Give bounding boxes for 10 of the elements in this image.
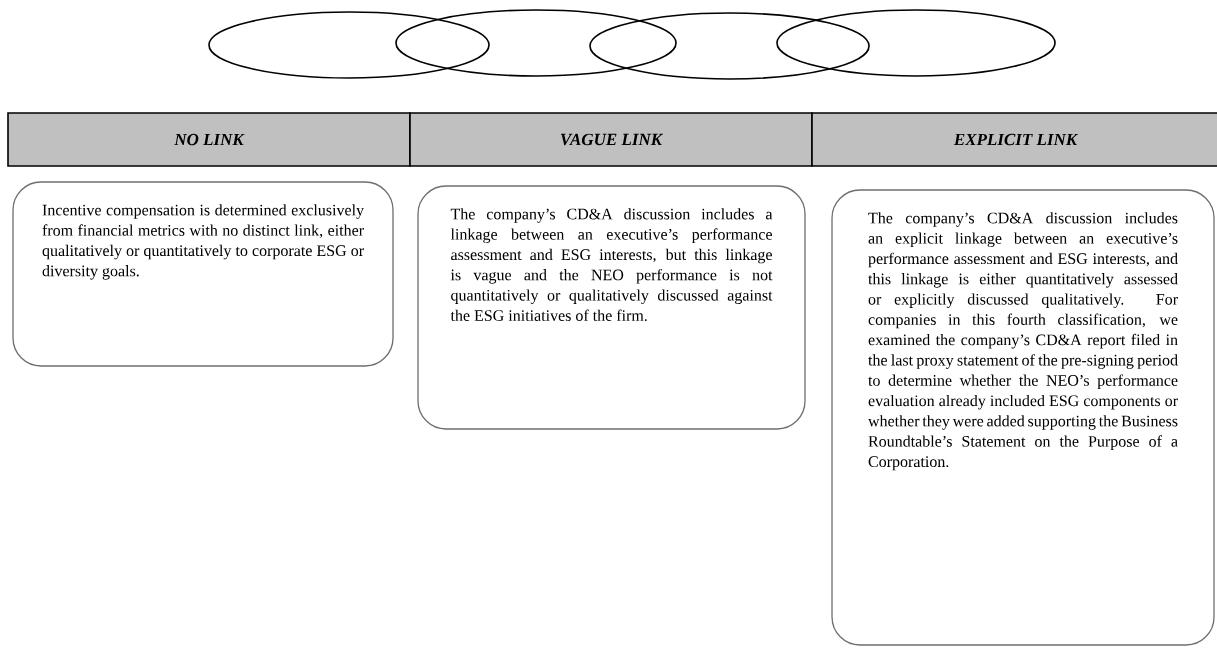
- header-cell: NO LINK: [7, 112, 411, 167]
- ellipse-shape: [589, 12, 870, 80]
- rounded-text-box: Incentive compensation is determined exclusively from financial metrics with no distinct link, either qualitatively or quantitatively to corporate ESG or diversity goals.: [12, 181, 394, 367]
- ellipse-shape: [776, 9, 1056, 77]
- ellipse-shape: [395, 9, 677, 77]
- header-cell: EXPLICIT LINK: [811, 112, 1217, 167]
- ellipse-shape: [208, 11, 490, 79]
- header-cell: VAGUE LINK: [409, 112, 813, 167]
- rounded-text-box: The company’s CD&A discussion includes a linkage between an executive’s performance assessment and ESG interests, but this linkage is vague and the NEO performance is not quantitatively or qualitatively discussed against the ESG initiatives of the firm.: [417, 185, 806, 430]
- rounded-text-box: The company’s CD&A discussion includes an explicit linkage between an executive’s performance assessment and ESG interests, and this linkage is either quantitatively assessed or explicitly discussed qualitatively. For companies in this fourth classification, we examined the company’s CD&A report filed in the last proxy statement of the pre-signing period to determine whether the NEO’s performance evaluation already included ESG components or whether they were added supporting the Business Roundtable’s Statement on the Purpose of a Corporation.: [831, 189, 1215, 646]
